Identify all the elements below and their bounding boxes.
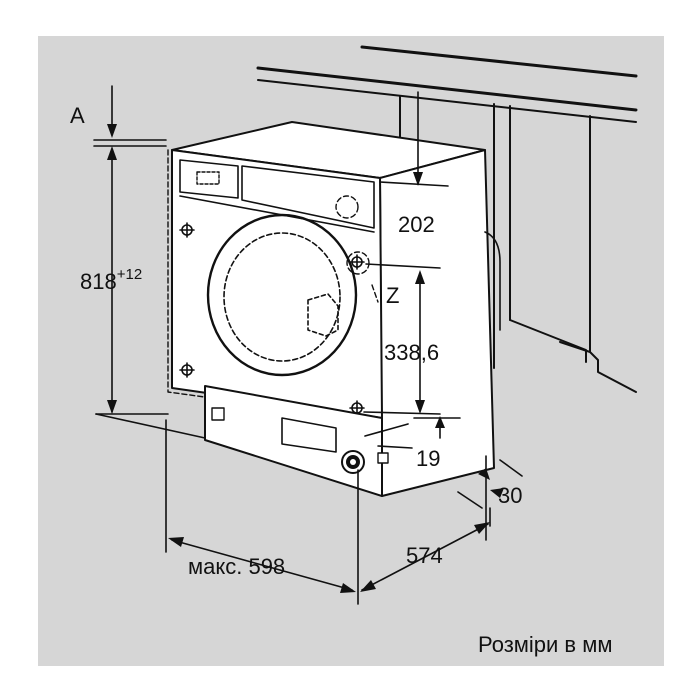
label-a: A — [70, 103, 85, 128]
dimension-depth-width — [165, 419, 491, 605]
mounting-points — [179, 222, 365, 416]
label-back-gap: 30 — [498, 483, 523, 508]
drain-foot — [341, 450, 389, 474]
label-bottom-offset: 19 — [416, 446, 441, 471]
label-height-value: 818 — [80, 269, 117, 294]
dimension-a — [93, 85, 167, 147]
dimension-hose-height — [363, 263, 441, 415]
dimension-top-offset — [379, 91, 449, 187]
plinth — [204, 385, 383, 497]
countertop-lines — [256, 45, 638, 393]
label-z: Z — [386, 283, 400, 308]
label-depth: 574 — [406, 543, 443, 568]
door-drum — [206, 213, 358, 377]
label-height-tolerance: +12 — [116, 266, 143, 283]
label-top-offset: 202 — [398, 212, 435, 237]
label-hose-height: 338,6 — [384, 340, 440, 365]
dimension-height — [95, 146, 206, 439]
label-max-width: макс. 598 — [188, 554, 286, 579]
label-height: 818+12 — [80, 267, 142, 294]
control-panel — [179, 159, 375, 233]
dimension-bottom-offset — [364, 416, 461, 449]
label-units-note: Розміри в мм — [478, 632, 613, 657]
